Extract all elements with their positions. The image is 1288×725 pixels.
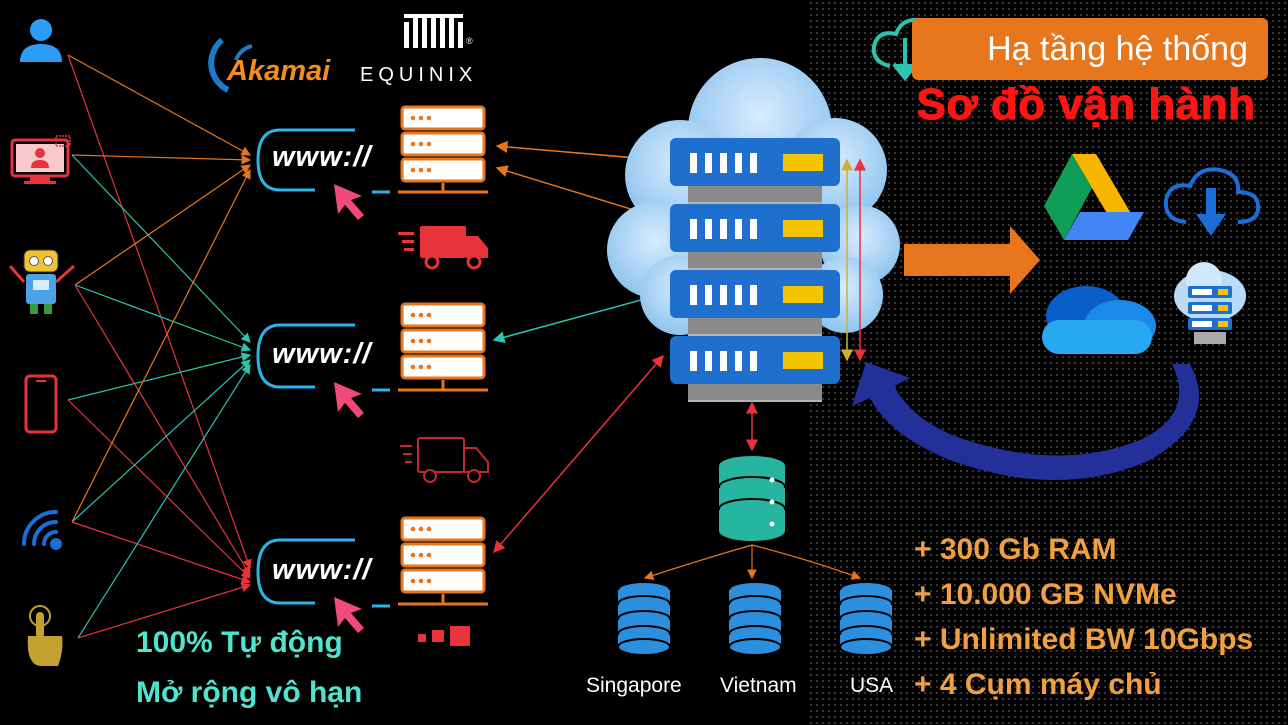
- cloud-download-icon: [1163, 167, 1261, 236]
- robot-icon: [8, 249, 75, 314]
- orange-arrow-icon: [904, 226, 1040, 294]
- touch-hand-icon: [27, 605, 63, 666]
- smartphone-icon: [24, 374, 58, 434]
- akamai-logo-text: Akamai: [227, 55, 331, 87]
- banner-label: Hạ tầng hệ thống: [987, 30, 1248, 68]
- user-icon: [20, 19, 62, 62]
- akamai-logo-mark: [208, 37, 253, 93]
- cursor-icon: [334, 184, 364, 633]
- db-label-usa: USA: [850, 674, 894, 697]
- web-server-1: [398, 105, 488, 194]
- rack-sync-arrows: [841, 158, 866, 362]
- user-links: [67, 54, 252, 639]
- equinix-logo-text: EQUINIX: [360, 64, 478, 86]
- registered-mark: ®: [466, 36, 473, 46]
- feature-scale: Mở rộng vô hạn: [136, 676, 363, 709]
- server-led-dots: [410, 115, 432, 584]
- loading-dots-icon: [418, 626, 470, 646]
- delivery-truck-icon: [398, 226, 488, 270]
- spec-ram: + 300 Gb RAM: [914, 533, 1117, 566]
- page-title: Sơ đồ vận hành: [916, 80, 1256, 130]
- central-database-icon: [718, 456, 786, 541]
- db-label-vietnam: Vietnam: [720, 674, 797, 697]
- onedrive-icon: [1042, 286, 1156, 354]
- website-frame-1: [256, 128, 390, 194]
- spec-bandwidth: + Unlimited BW 10Gbps: [914, 623, 1254, 656]
- equinix-logo-mark: [404, 14, 463, 48]
- delivery-truck-outline-icon: [400, 437, 489, 483]
- website-label-1: www://: [272, 141, 372, 173]
- website-frame-3: [256, 538, 390, 608]
- return-arrow-icon: [852, 362, 1199, 480]
- web-server-3: [398, 516, 488, 606]
- wifi-icon: [22, 510, 62, 550]
- spec-storage: + 10.000 GB NVMe: [914, 578, 1177, 611]
- rack-status-lights: [783, 154, 823, 369]
- db-replication-links: [643, 544, 862, 580]
- regional-database-icon: [617, 581, 671, 656]
- feature-auto: 100% Tự động: [136, 626, 343, 659]
- web-server-2: [398, 302, 488, 392]
- rack-bays: [690, 153, 757, 371]
- banner-box: [912, 18, 1268, 80]
- spec-clusters: + 4 Cụm máy chủ: [914, 668, 1162, 701]
- backup-server-icon: [1174, 262, 1246, 344]
- website-frame-2: [256, 323, 390, 392]
- db-label-singapore: Singapore: [586, 674, 682, 697]
- website-label-2: www://: [272, 338, 372, 370]
- website-label-3: www://: [272, 554, 372, 586]
- regional-database-icon: [839, 581, 893, 656]
- monitor-user-icon: [10, 135, 71, 184]
- regional-database-icon: [728, 581, 782, 656]
- google-drive-icon: [1044, 154, 1144, 240]
